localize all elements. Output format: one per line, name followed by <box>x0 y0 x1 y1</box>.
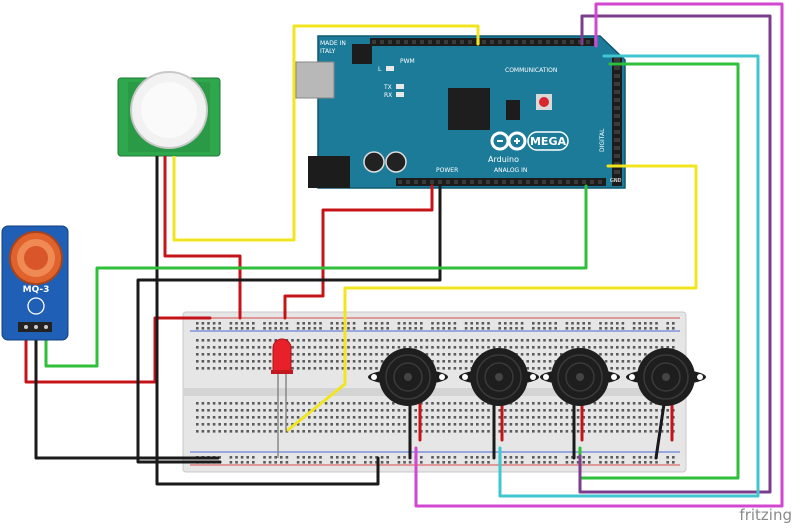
piezo-buzzer <box>540 348 620 406</box>
wire-black-pir <box>155 236 380 486</box>
buzzers <box>368 348 706 406</box>
wires <box>24 2 784 508</box>
pir-motion-sensor <box>117 71 221 238</box>
red-led <box>271 338 293 458</box>
rx-label: RX <box>384 92 392 99</box>
wire-cyan-buzzer <box>498 54 760 498</box>
mq3-label: MQ-3 <box>23 285 50 295</box>
mega-badge <box>527 131 569 151</box>
piezo-buzzer <box>459 348 539 406</box>
arduino-logo <box>490 131 527 151</box>
digital-label: DIGITAL <box>599 128 606 152</box>
wire-magenta-buzzer <box>414 2 784 508</box>
capacitor <box>363 151 385 173</box>
breadboard-holes <box>196 322 675 464</box>
power-label: POWER <box>436 167 458 174</box>
pwm-label: PWM <box>400 58 415 65</box>
led-l-label: L <box>378 66 382 73</box>
analog-in-label: ANALOG IN <box>494 167 527 174</box>
power-analog-header <box>396 178 606 186</box>
arduino-mega-board: MADE IN ITALY PWM L TX RX COMMUNICATION … <box>295 35 626 189</box>
wire-black-mq3 <box>34 330 220 460</box>
digital-header-right <box>612 56 622 186</box>
country-label: ITALY <box>320 48 336 55</box>
mq3-gas-sensor: MQ-3 <box>1 225 69 341</box>
wire-red-mq3 <box>24 316 212 384</box>
usb-connector <box>295 61 335 99</box>
wire-black-gnd <box>136 184 442 464</box>
digital-header-top <box>370 38 594 46</box>
wire-yellow-pir <box>172 24 480 242</box>
tx-label: TX <box>383 84 392 91</box>
fritzing-brand: fritzing <box>739 506 792 524</box>
arduino-wordmark: Arduino <box>488 155 519 164</box>
wire-red-pir <box>163 236 242 320</box>
piezo-buzzer <box>626 348 706 406</box>
wire-yellow-led <box>286 164 698 432</box>
piezo-buzzer <box>368 348 448 406</box>
microcontroller-chip <box>448 88 490 130</box>
power-jack <box>308 156 350 188</box>
breadboard <box>182 311 687 473</box>
made-in-label: MADE IN <box>320 40 346 47</box>
wire-red-5v <box>283 184 434 320</box>
capacitor <box>385 151 407 173</box>
communication-label: COMMUNICATION <box>505 67 557 74</box>
gnd-label: GND <box>610 178 622 184</box>
mega-label: MEGA <box>530 135 566 148</box>
wire-purple-buzzer <box>578 14 772 494</box>
wire-green-mq3 <box>44 184 588 368</box>
